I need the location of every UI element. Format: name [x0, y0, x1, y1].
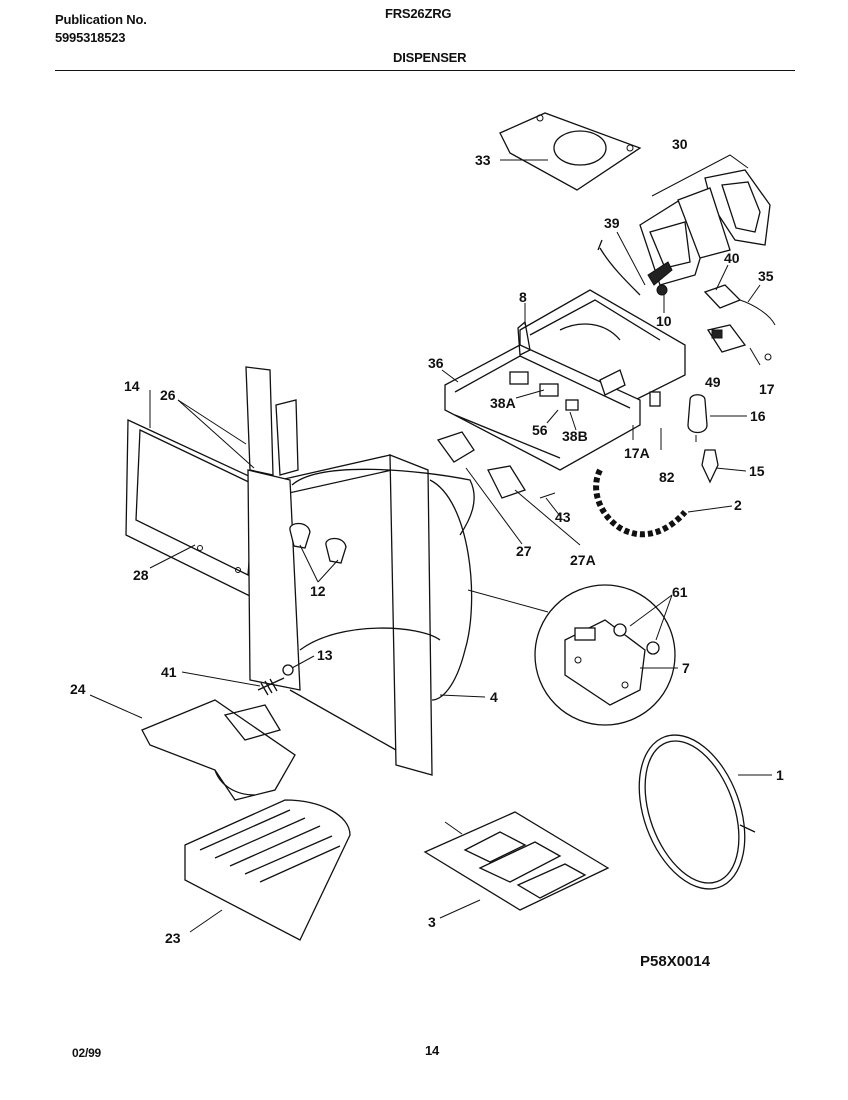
callout-27a: 27A [570, 552, 596, 568]
page-number: 14 [425, 1043, 440, 1058]
callout-labels: 33 30 39 40 35 8 10 36 49 17 38A 56 38B … [70, 136, 784, 946]
callout-17a: 17A [624, 445, 650, 461]
callout-33: 33 [475, 152, 491, 168]
callout-28: 28 [133, 567, 149, 583]
publication-label: Publication No. [55, 12, 147, 27]
part-wire-harness [597, 239, 641, 296]
part-wiring-harness [593, 468, 688, 538]
callout-24: 24 [70, 681, 86, 697]
callout-leader-lines [89, 159, 772, 933]
part-light-bulb [701, 449, 719, 484]
part-door-leader [651, 154, 749, 197]
part-hinge-bracket [275, 399, 299, 476]
part-side-rail [245, 366, 274, 476]
callout-43: 43 [555, 509, 571, 525]
callout-38b: 38B [562, 428, 588, 444]
part-water-tube [638, 734, 756, 890]
callout-8: 8 [519, 289, 527, 305]
part-top-cover-plate [499, 112, 642, 191]
part-dispenser-module-housing [444, 289, 686, 471]
callout-49: 49 [705, 374, 721, 390]
callout-2: 2 [734, 497, 742, 513]
callout-17: 17 [759, 381, 775, 397]
part-spring [257, 677, 285, 696]
callout-26: 26 [160, 387, 176, 403]
part-door-solenoid [703, 284, 776, 326]
part-actuator-lever [647, 261, 673, 296]
part-drip-tray-holder [141, 699, 296, 801]
callout-1: 1 [776, 767, 784, 783]
part-microswitch-detail [534, 584, 676, 726]
callout-40: 40 [724, 250, 740, 266]
callout-15: 15 [749, 463, 765, 479]
part-dispenser-housing [247, 454, 475, 776]
callout-10: 10 [656, 313, 672, 329]
part-door-switch [706, 324, 772, 361]
part-light-socket [687, 394, 708, 442]
revision-date: 02/99 [72, 1046, 102, 1060]
callout-82: 82 [659, 469, 675, 485]
header-divider [55, 70, 795, 71]
callout-35: 35 [758, 268, 774, 284]
callout-36: 36 [428, 355, 444, 371]
callout-16: 16 [750, 408, 766, 424]
callout-4: 4 [490, 689, 498, 705]
publication-number: 5995318523 [55, 30, 126, 45]
callout-56: 56 [532, 422, 548, 438]
model-number: FRS26ZRG [385, 6, 452, 21]
section-title: DISPENSER [393, 50, 467, 65]
part-heater-pad [423, 811, 610, 911]
callout-12: 12 [310, 583, 326, 599]
callout-14: 14 [124, 378, 140, 394]
callout-3: 3 [428, 914, 436, 930]
part-hooks [289, 522, 347, 564]
callout-13: 13 [317, 647, 333, 663]
callout-30: 30 [672, 136, 688, 152]
part-mounting-bracket [436, 431, 475, 463]
callout-27: 27 [516, 543, 532, 559]
callout-38a: 38A [490, 395, 516, 411]
figure-code: P58X0014 [640, 953, 711, 970]
callout-41: 41 [161, 664, 177, 680]
callout-39: 39 [604, 215, 620, 231]
callout-7: 7 [682, 660, 690, 676]
part-screws [539, 425, 662, 499]
part-drip-grille [184, 799, 351, 941]
callout-23: 23 [165, 930, 181, 946]
callout-61: 61 [672, 584, 688, 600]
